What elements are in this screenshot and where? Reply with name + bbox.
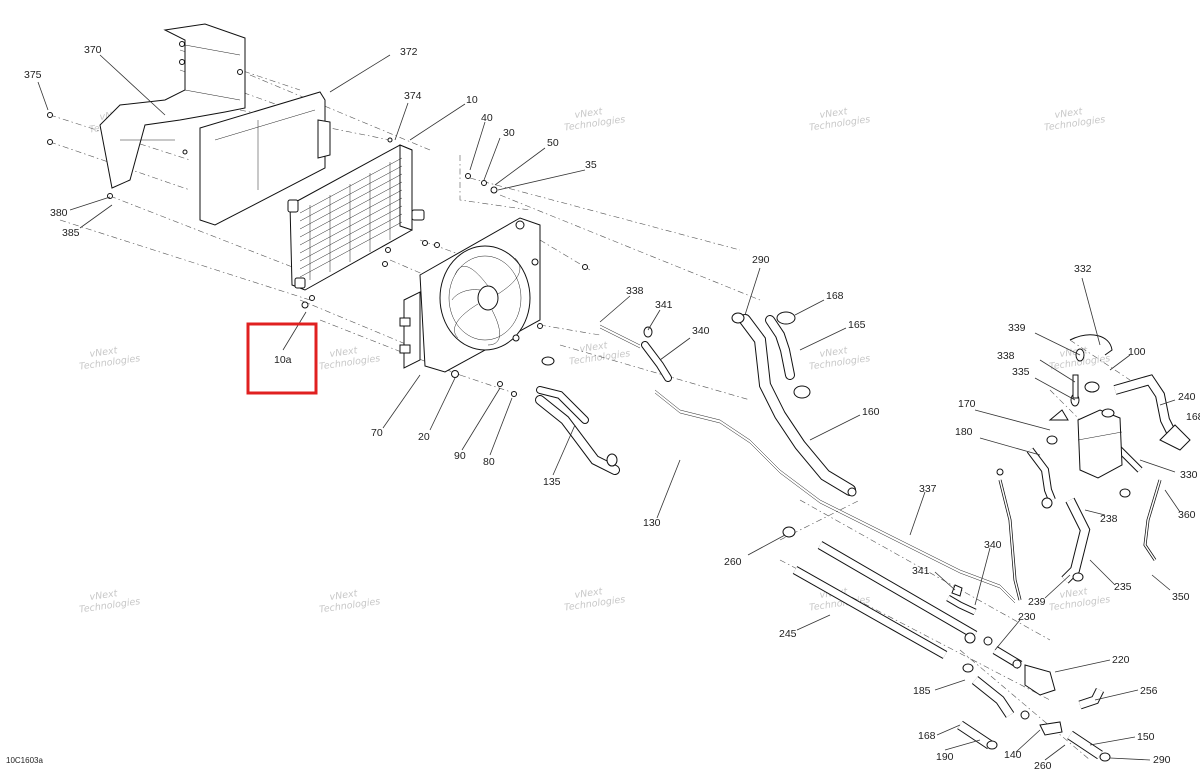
callout-374: 374 (404, 90, 422, 102)
callout-260-mid: 260 (724, 556, 742, 568)
callout-10: 10 (466, 94, 478, 106)
highlight-box (246, 322, 318, 395)
radiator-shroud-bracket (47, 23, 393, 226)
callout-168-bottom: 168 (918, 730, 936, 742)
callout-50: 50 (547, 137, 559, 149)
callout-385: 385 (62, 227, 80, 239)
callout-170: 170 (958, 398, 976, 410)
callout-35: 35 (585, 159, 597, 171)
callout-labels: 10a 370 372 375 374 10 40 30 50 35 380 3… (24, 44, 1200, 771)
callout-140: 140 (1004, 749, 1022, 761)
callout-370: 370 (84, 44, 102, 56)
callout-230: 230 (1018, 611, 1036, 623)
assembly-lines (49, 49, 1131, 761)
callout-338-right: 338 (997, 350, 1015, 362)
callout-220: 220 (1112, 654, 1130, 666)
callout-238: 238 (1100, 513, 1118, 525)
svg-text:vNext: vNext (329, 588, 359, 603)
callout-240: 240 (1178, 391, 1196, 403)
callout-10a: 10a (274, 354, 292, 366)
callout-185: 185 (913, 685, 931, 697)
callout-235: 235 (1114, 581, 1132, 593)
callout-375: 375 (24, 69, 42, 81)
callout-332: 332 (1074, 263, 1092, 275)
callout-330: 330 (1180, 469, 1198, 481)
callout-341-left: 341 (655, 299, 673, 311)
coolant-reservoir (1070, 374, 1123, 479)
callout-150: 150 (1137, 731, 1155, 743)
callout-20: 20 (418, 431, 430, 443)
svg-text:vNext: vNext (1054, 106, 1084, 121)
callout-290-bottom: 290 (1153, 754, 1171, 766)
radiator (287, 144, 440, 309)
callout-341-right: 341 (912, 565, 930, 577)
callout-256: 256 (1140, 685, 1158, 697)
callout-70: 70 (371, 427, 383, 439)
svg-text:vNext: vNext (819, 106, 849, 121)
callout-30: 30 (503, 127, 515, 139)
callout-360: 360 (1178, 509, 1196, 521)
callout-165: 165 (848, 319, 866, 331)
svg-text:vNext: vNext (329, 345, 359, 360)
callout-290-top: 290 (752, 254, 770, 266)
callout-100: 100 (1128, 346, 1146, 358)
callout-160: 160 (862, 406, 880, 418)
callout-372: 372 (400, 46, 418, 58)
callout-168-right: 168 (1186, 411, 1200, 423)
leader-lines (37, 54, 1181, 761)
callout-239: 239 (1028, 596, 1046, 608)
fan-assembly (399, 173, 588, 397)
svg-text:vNext: vNext (89, 345, 119, 360)
callout-260-bottom: 260 (1034, 760, 1052, 771)
svg-text:vNext: vNext (1059, 586, 1089, 601)
callout-40: 40 (481, 112, 493, 124)
hoses (535, 314, 1180, 760)
callout-335: 335 (1012, 366, 1030, 378)
svg-text:vNext: vNext (574, 586, 604, 601)
svg-text:vNext: vNext (574, 106, 604, 121)
svg-text:vNext: vNext (579, 340, 609, 355)
callout-338-left: 338 (626, 285, 644, 297)
callout-130: 130 (643, 517, 661, 529)
callout-340-right: 340 (984, 539, 1002, 551)
diagram-code: 10C1603a (6, 756, 43, 765)
callout-80: 80 (483, 456, 495, 468)
callout-380: 380 (50, 207, 68, 219)
callout-135: 135 (543, 476, 561, 488)
svg-text:vNext: vNext (89, 588, 119, 603)
callout-168-top: 168 (826, 290, 844, 302)
callout-90: 90 (454, 450, 466, 462)
callout-350: 350 (1172, 591, 1190, 603)
callout-339: 339 (1008, 322, 1026, 334)
callout-245: 245 (779, 628, 797, 640)
callout-340-left: 340 (692, 325, 710, 337)
callout-180: 180 (955, 426, 973, 438)
clamps-fittings (541, 311, 1191, 762)
svg-text:vNext: vNext (819, 345, 849, 360)
callout-337: 337 (919, 483, 937, 495)
callout-190: 190 (936, 751, 954, 763)
